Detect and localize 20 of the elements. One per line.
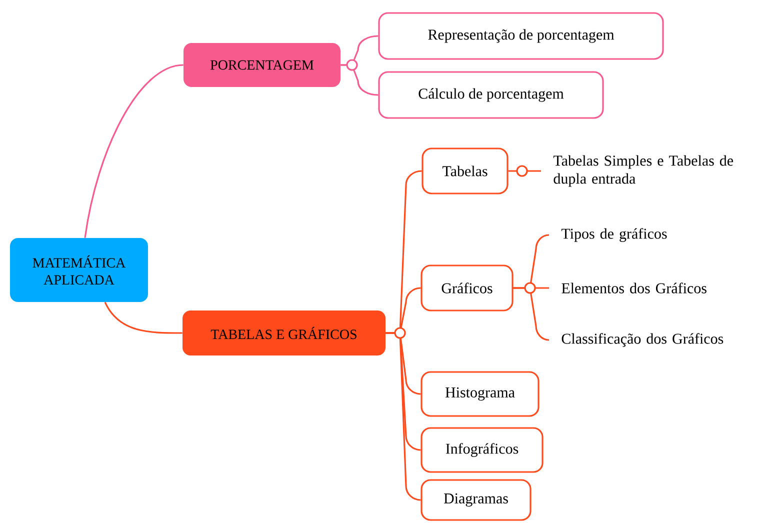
topic-text: Tabelas Simples e Tabelas de dupla entrada (553, 155, 734, 187)
branch-line (340, 64, 378, 96)
subtopic-box: Gráficos (420, 264, 514, 312)
subtopic-box: Infográficos (420, 427, 544, 473)
branch-line (84, 64, 184, 238)
topic-text: Tipos de gráficos (561, 228, 667, 242)
subtopic-box: Diagramas (420, 479, 532, 521)
subtopic-box: Tabelas (422, 148, 508, 194)
topic-box: TABELAS E GRÁFICOS (182, 310, 386, 356)
branch-line (513, 287, 550, 341)
topic-text: Classificação dos Gráficos (562, 333, 724, 347)
topic-box: PORCENTAGEM (184, 43, 340, 87)
subtopic-box: Representação de porcentagem (378, 12, 664, 60)
branch-line (386, 332, 421, 501)
root-topic-box: MATEMÁTICA APLICADA (10, 238, 148, 302)
subtopic-box: Histograma (420, 371, 540, 417)
branch-line (104, 302, 182, 334)
branch-line (508, 170, 541, 172)
subtopic-box: Cálculo de porcentagem (378, 71, 604, 119)
topic-text: Elementos dos Gráficos (562, 282, 706, 294)
